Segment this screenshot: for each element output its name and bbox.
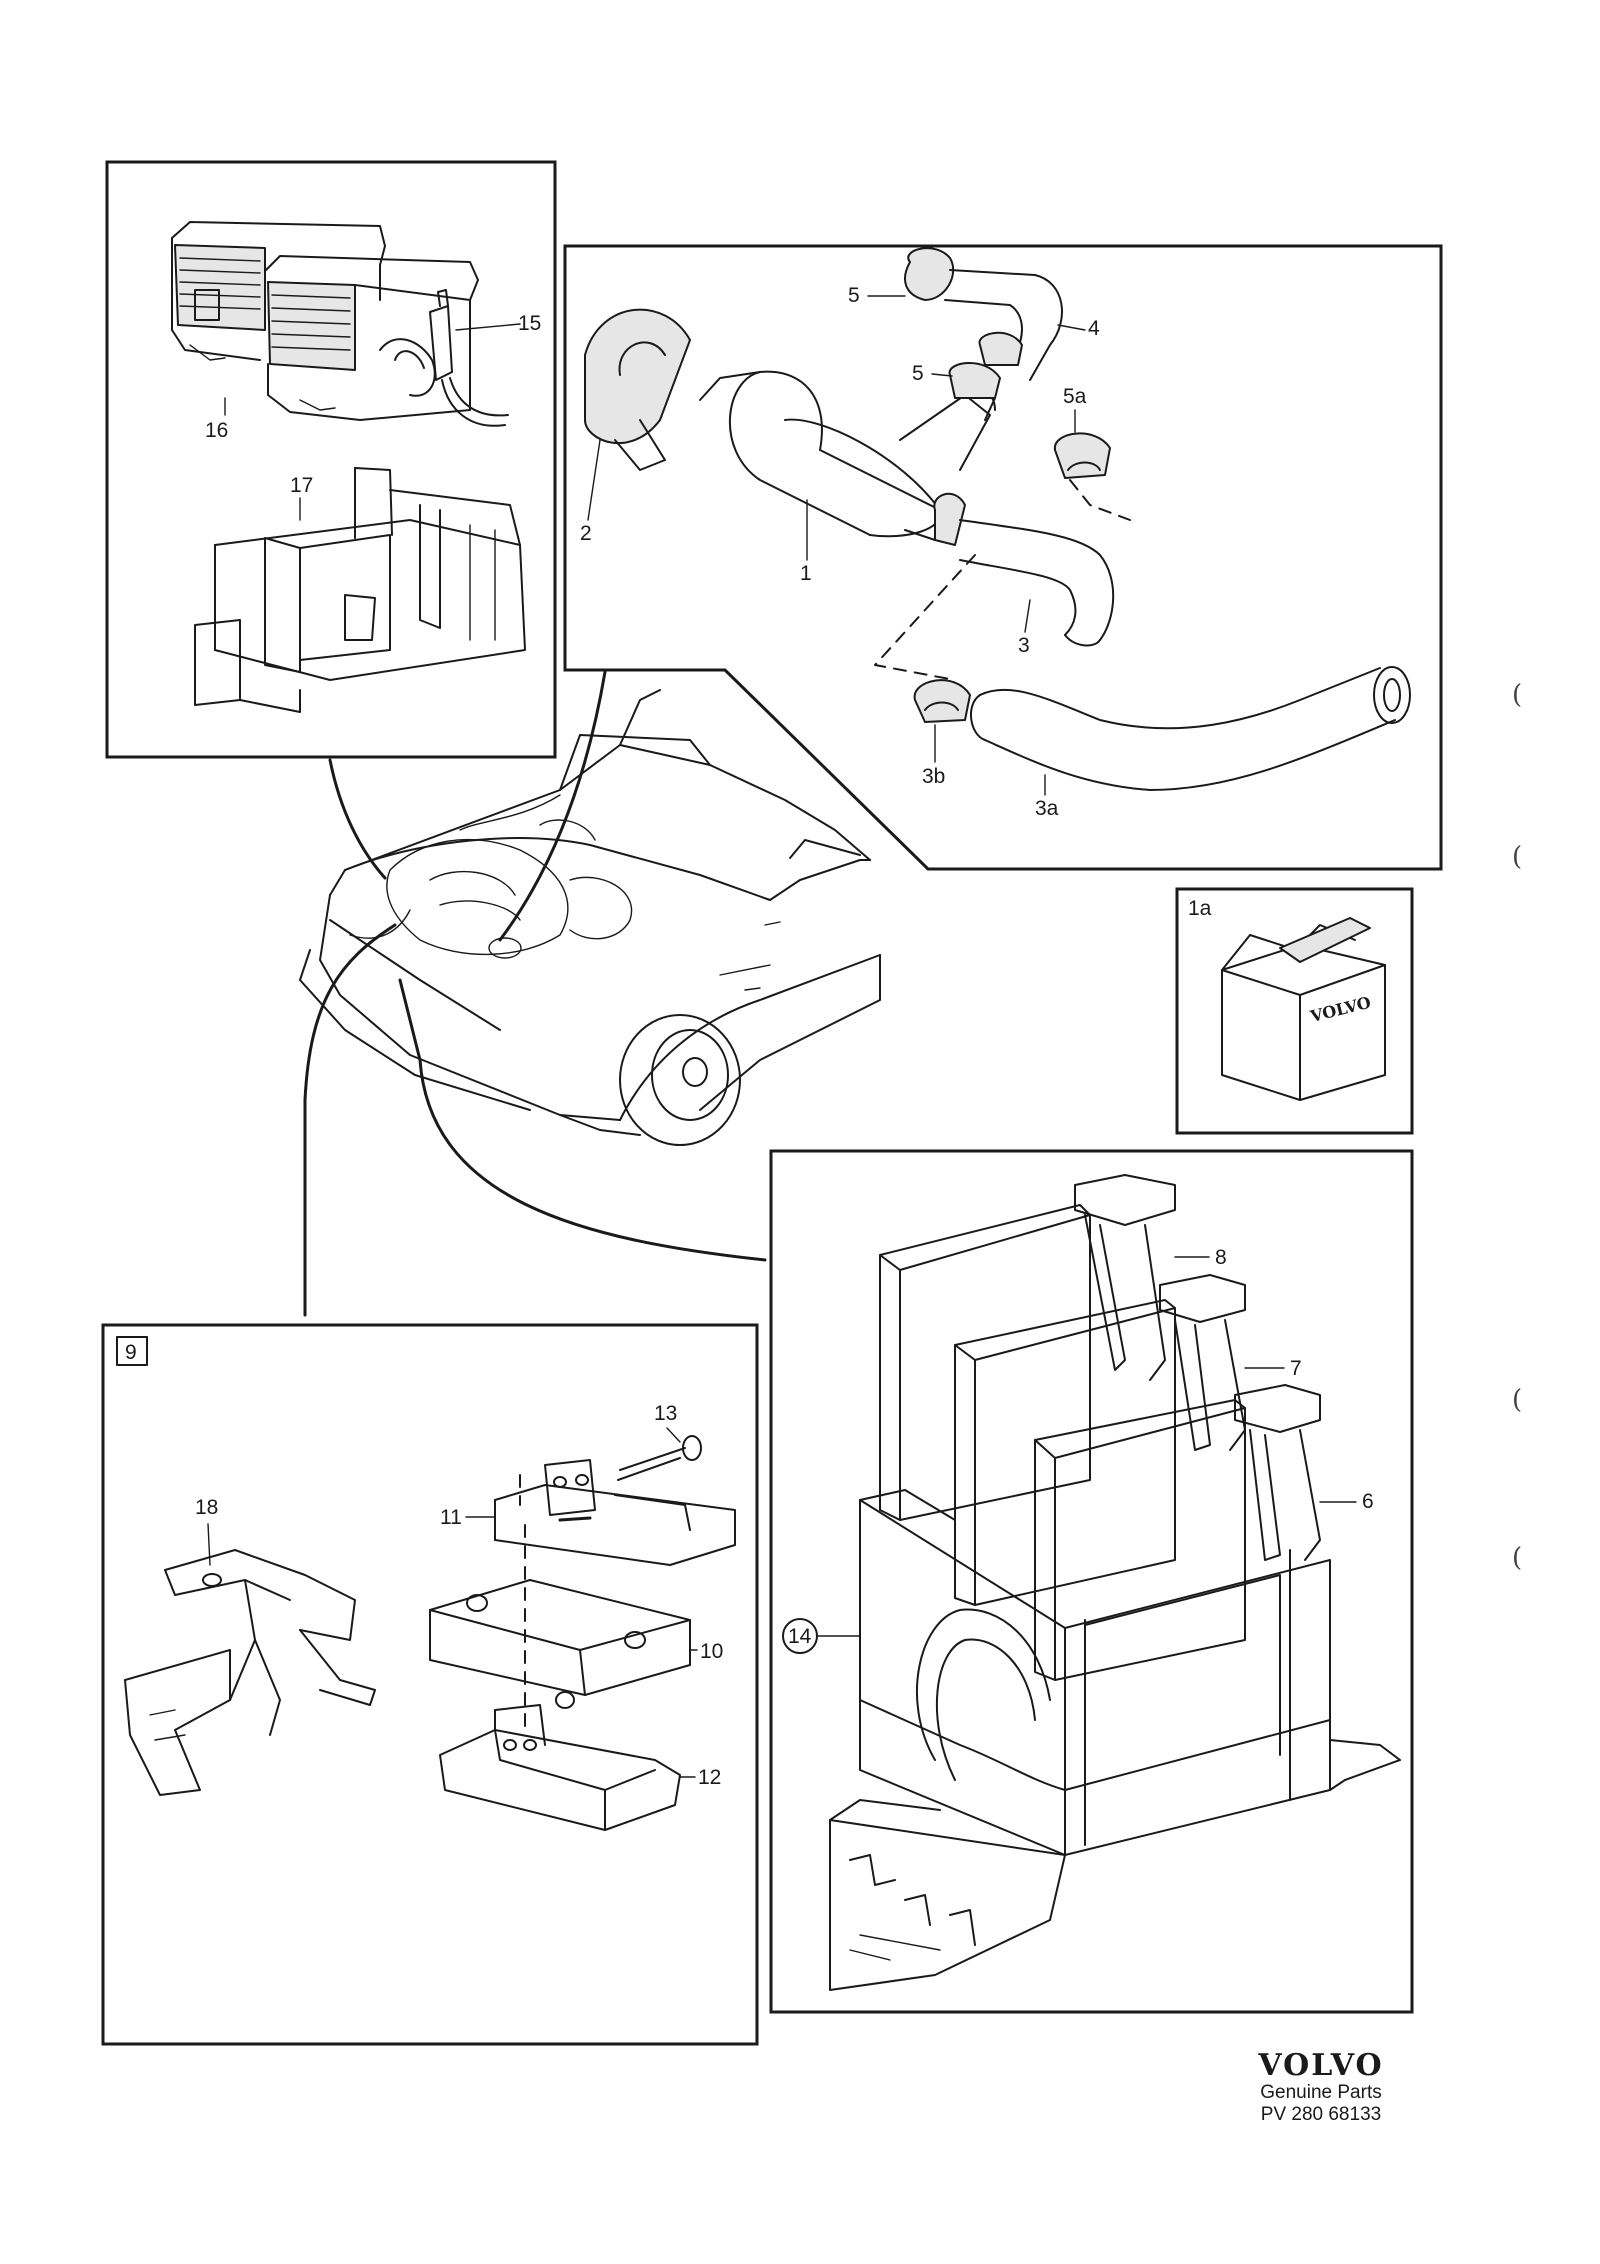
callout-9: 9: [125, 1341, 137, 1364]
callout-4: 4: [1088, 317, 1100, 340]
callout-3b: 3b: [922, 765, 945, 788]
callout-17: 17: [290, 474, 313, 497]
base-plate-12: [439, 1704, 681, 1831]
panel-bracket-9: 9: [101, 1323, 759, 2046]
callout-6: 6: [1362, 1490, 1374, 1513]
callout-5-mid: 5: [912, 362, 924, 385]
callout-1a: 1a: [1188, 897, 1212, 920]
callout-11: 11: [440, 1506, 462, 1529]
clamp-3b: [913, 679, 971, 723]
callout-18: 18: [195, 1496, 218, 1519]
callout-2: 2: [580, 522, 592, 545]
callout-5a: 5a: [1063, 385, 1087, 408]
cover-11: [494, 1459, 736, 1566]
callout-10: 10: [700, 1640, 723, 1663]
screw-13: [617, 1435, 702, 1481]
part-code-text: PV 280 68133: [1260, 2104, 1382, 2125]
callout-14: 14: [788, 1625, 812, 1648]
margin-mark-3: (: [1512, 1385, 1523, 1415]
bracket-18: [124, 1549, 376, 1796]
volvo-logo: VOLVO: [1258, 2048, 1384, 2083]
panel-valve-hoses: 1 2 3 3a 3b 4 5 5 5a: [563, 244, 1443, 871]
callout-8: 8: [1215, 1246, 1227, 1269]
callout-9-box: [116, 1336, 148, 1366]
callout-13: 13: [654, 1402, 677, 1425]
leader-bracket-panel: [303, 923, 397, 1317]
leader-control-units: [398, 978, 767, 1262]
footer-brand-block: VOLVO Genuine Parts PV 280 68133: [1226, 2050, 1416, 2126]
hose-4: [904, 247, 1063, 421]
panel-kit-box: 1a VOLVO: [1175, 887, 1414, 1135]
margin-mark-4: (: [1512, 1543, 1523, 1573]
panel-control-units: 6 7 8 14: [769, 1149, 1414, 2014]
connector-15: [379, 289, 521, 427]
control-unit-8: [879, 1174, 1176, 1521]
clamp-5a: [1053, 432, 1111, 479]
box-volvo-label: VOLVO: [1308, 993, 1373, 1027]
leader-valve-panel: [498, 670, 607, 942]
callout-3: 3: [1018, 634, 1030, 657]
callout-16: 16: [205, 419, 228, 442]
hose-3a: [969, 666, 1411, 791]
callout-12: 12: [698, 1766, 721, 1789]
genuine-parts-text: Genuine Parts: [1260, 2082, 1382, 2103]
callout-1: 1: [800, 562, 812, 585]
margin-mark-2: (: [1512, 842, 1523, 872]
callout-3a: 3a: [1035, 797, 1059, 820]
clamp-bracket-2: [584, 308, 691, 471]
callout-15: 15: [518, 312, 541, 335]
callout-5-top: 5: [848, 284, 860, 307]
callout-7: 7: [1290, 1357, 1302, 1380]
hose-3: [933, 492, 1115, 647]
container-14: [829, 1489, 1401, 1991]
relay-housing-16: [171, 221, 479, 421]
parts-box: VOLVO: [1221, 917, 1386, 1101]
control-unit-7: [954, 1274, 1246, 1606]
leader-relay-panel: [328, 758, 387, 880]
panel-relay-boxes: 15 16 17: [105, 160, 557, 759]
control-unit-6: [1034, 1384, 1321, 1681]
car-illustration: [299, 689, 881, 1146]
control-unit-10: [429, 1579, 691, 1709]
margin-mark-1: (: [1512, 680, 1523, 710]
bracket-17: [194, 467, 526, 713]
